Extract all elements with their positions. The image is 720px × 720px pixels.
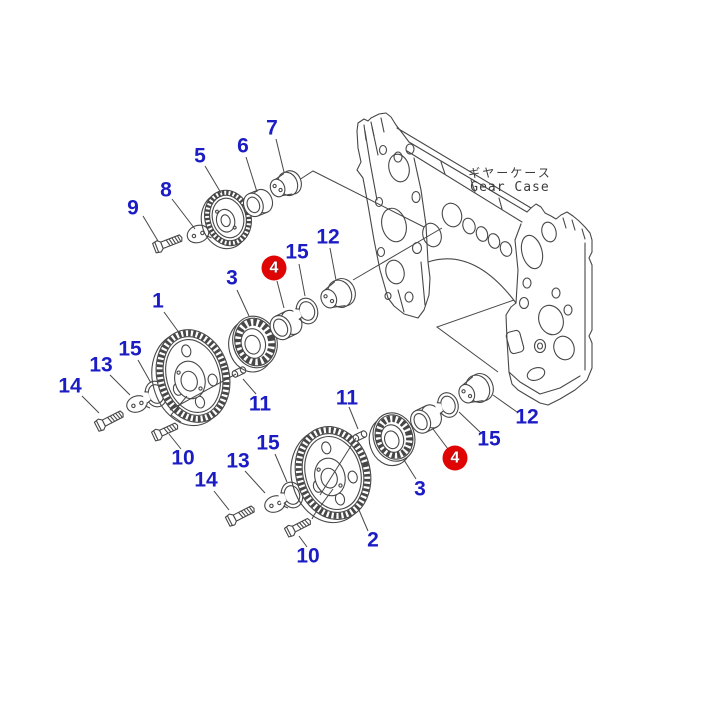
- bolt-14-upper: [93, 410, 124, 432]
- bearing-3-upper: [228, 315, 278, 373]
- sleeve-4-lower: [410, 404, 442, 434]
- bearing-3-lower: [368, 412, 416, 467]
- leader-lines: [81, 138, 518, 548]
- bolt-10-lower: [283, 517, 311, 538]
- pin-11-upper: [231, 366, 247, 378]
- mount-reference-lines: [298, 170, 515, 373]
- bolt-10-upper: [150, 422, 179, 442]
- bolt-9: [152, 234, 183, 254]
- snap-ring-15-lower-mid: [434, 392, 459, 418]
- gear-case: [356, 112, 593, 406]
- assembly-connector-lines: [169, 373, 357, 520]
- snap-ring-15-upper-mid: [293, 297, 319, 325]
- flanged-bushing-12-upper: [320, 277, 356, 309]
- flanged-bushing-7: [269, 170, 302, 198]
- lock-plate-13-upper: [126, 395, 151, 413]
- gear-case-title-jp: ギヤーケース: [468, 166, 551, 180]
- sleeve-4-upper: [269, 309, 303, 341]
- gear-case-title-en: Gear Case: [470, 180, 549, 195]
- snap-ring-15-lower-left: [278, 481, 304, 509]
- bolt-14-lower: [224, 505, 255, 527]
- gear-1: [151, 329, 231, 427]
- flanged-bushing-12-lower: [458, 372, 494, 404]
- lock-plate-13-lower: [264, 495, 289, 513]
